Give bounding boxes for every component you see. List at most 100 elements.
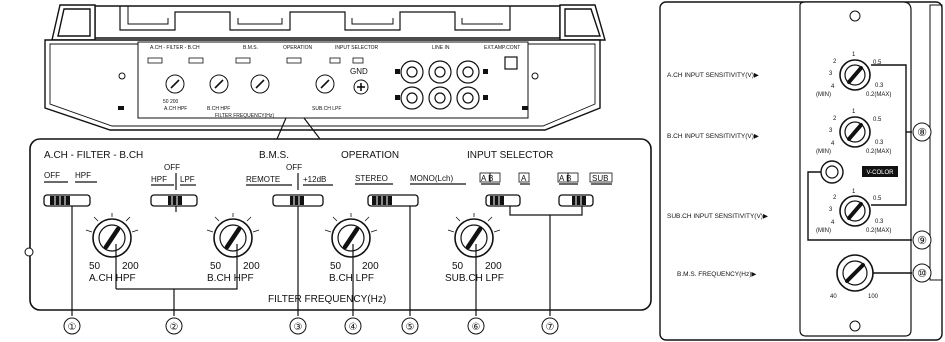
- subch-scale-max: 0.2(MAX): [866, 228, 891, 234]
- bms-frequency-label: B.M.S. FREQUENCY(Hz)▶: [677, 271, 757, 278]
- callout-9: ⑨: [917, 234, 927, 247]
- switch-knob: [290, 196, 304, 205]
- subch-lpf-label: SUB.CH LPF: [445, 273, 504, 284]
- amp-bms-label: B.M.S.: [243, 45, 258, 51]
- bch-hpf-max-label: 200: [243, 261, 260, 272]
- selector1-ab-label: A B: [481, 174, 493, 183]
- bch-lpf-min-label: 50: [330, 261, 342, 272]
- ach-scale-2: 2: [833, 59, 837, 65]
- switch5-mono-label: MONO(Lch): [410, 174, 453, 183]
- amp-input-selector-label: INPUT SELECTOR: [335, 45, 379, 51]
- mini-switch[interactable]: [147, 57, 163, 64]
- right-panel: A.CH INPUT SENSITIVITY(V)▶ B.CH INPUT SE…: [659, 1, 943, 341]
- ext-amp-terminal[interactable]: [504, 56, 518, 70]
- subch-scale-2: 2: [833, 195, 837, 201]
- ach-scale-1: 1: [852, 52, 856, 58]
- switch5-stereo-label: STEREO: [355, 174, 388, 183]
- ach-max-label: 200: [122, 261, 139, 272]
- ach-scale-4: 4: [831, 84, 835, 90]
- amp-line-in-label: LINE IN: [432, 45, 450, 51]
- ach-hpf-label: A.CH HPF: [89, 273, 136, 284]
- ach-scale-03: 0.3: [875, 83, 884, 89]
- switch2-off-label: OFF: [164, 163, 180, 172]
- svg-text:50 200: 50 200: [163, 99, 179, 105]
- filter-title: A.CH - FILTER - B.CH: [44, 150, 143, 161]
- subch-scale-min: (MIN): [816, 228, 831, 234]
- control-panel: A.CH - FILTER - B.CH B.M.S. OPERATION IN…: [24, 138, 652, 316]
- bch-scale-4: 4: [831, 141, 835, 147]
- ach-scale-min: (MIN): [816, 92, 831, 98]
- mini-switch[interactable]: [235, 57, 251, 64]
- ach-scale-05: 0.5: [873, 60, 882, 66]
- switch3-off-label: OFF: [286, 163, 302, 172]
- subch-scale-03: 0.3: [875, 219, 884, 225]
- bch-scale-max: 0.2(MAX): [866, 149, 891, 155]
- callout-10: ⑩: [917, 267, 927, 280]
- switch1-hpf-label: HPF: [75, 171, 91, 180]
- callout-2: ②: [170, 322, 179, 333]
- amp-filter-frequency-label: FILTER FREQUENCY(Hz): [215, 113, 274, 119]
- amp-ext-amp-label: EXT.AMP.CONT: [484, 45, 520, 51]
- operation-title: OPERATION: [341, 150, 399, 161]
- ach-scale-max: 0.2(MAX): [866, 92, 891, 98]
- callout-3: ③: [294, 322, 303, 333]
- bch-hpf-min-label: 50: [210, 261, 222, 272]
- amp-bch-hpf-label: B.CH HPF: [207, 106, 230, 112]
- mini-switch[interactable]: [188, 57, 204, 64]
- amp-filter-label: A.CH - FILTER - B.CH: [150, 45, 200, 51]
- subch-min-label: 50: [452, 261, 464, 272]
- ach-scale-3: 3: [829, 71, 833, 77]
- switch3-plus12-label: +12dB: [303, 175, 326, 184]
- subch-scale-1: 1: [852, 189, 856, 195]
- bch-scale-1: 1: [852, 109, 856, 115]
- callout-4: ④: [349, 322, 358, 333]
- bms-title: B.M.S.: [259, 150, 289, 161]
- callout-numbers: ① ② ③ ④ ⑤ ⑥ ⑦: [63, 317, 559, 335]
- v-color-badge: [862, 166, 898, 177]
- selector1-a-label: A: [521, 174, 527, 183]
- switch1-off-label: OFF: [44, 171, 60, 180]
- bms-scale-max: 100: [868, 294, 879, 300]
- callout-leaders: [71, 206, 583, 316]
- subch-max-label: 200: [485, 261, 502, 272]
- callout-1: ①: [68, 322, 77, 333]
- input-selector-title: INPUT SELECTOR: [467, 150, 553, 161]
- bch-scale-03: 0.3: [875, 140, 884, 146]
- mini-switch[interactable]: [352, 57, 364, 64]
- subch-scale-05: 0.5: [873, 196, 882, 202]
- mini-switch[interactable]: [286, 57, 302, 64]
- amp-ach-hpf-label: A.CH HPF: [164, 106, 187, 112]
- filter-knobs: 50 200 50 200 50 200 50 200 A.CH HPF B.C…: [85, 213, 504, 305]
- bms-scale-min: 40: [830, 294, 837, 300]
- ach-sensitivity-label: A.CH INPUT SENSITIVITY(V)▶: [667, 72, 760, 79]
- selector2-ab-label: A B: [559, 174, 571, 183]
- bch-lpf-label: B.CH LPF: [329, 273, 374, 284]
- amp-gnd-label: GND: [350, 67, 368, 76]
- subch-sensitivity-label: SUB.CH INPUT SENSITIVITY(V)▶: [667, 213, 769, 220]
- filter-frequency-label: FILTER FREQUENCY(Hz): [268, 294, 386, 305]
- switch-knob: [572, 196, 586, 205]
- bch-scale-3: 3: [829, 128, 833, 134]
- bch-lpf-max-label: 200: [362, 261, 379, 272]
- callout-5: ⑤: [406, 322, 415, 333]
- amp-operation-label: OPERATION: [283, 45, 312, 51]
- amp-subch-lpf-label: SUB.CH LPF: [312, 106, 341, 112]
- subch-scale-4: 4: [831, 220, 835, 226]
- bch-scale-min: (MIN): [816, 149, 831, 155]
- mini-switch[interactable]: [329, 57, 341, 64]
- switch3-remote-label: REMOTE: [246, 175, 280, 184]
- subch-scale-3: 3: [829, 207, 833, 213]
- switch2-lpf-label: LPF: [180, 175, 195, 184]
- bch-scale-05: 0.5: [873, 117, 882, 123]
- v-color-label: V-COLOR: [866, 170, 894, 176]
- switch-knob: [168, 196, 182, 205]
- callout-8: ⑧: [917, 126, 927, 139]
- switch-knob: [490, 196, 504, 205]
- callout-7: ⑦: [546, 322, 555, 333]
- amp-controls: A.CH - FILTER - B.CH B.M.S. OPERATION IN…: [118, 45, 539, 119]
- callout-6: ⑥: [472, 322, 481, 333]
- ach-min-label: 50: [89, 261, 101, 272]
- switch2-hpf-label: HPF: [151, 175, 167, 184]
